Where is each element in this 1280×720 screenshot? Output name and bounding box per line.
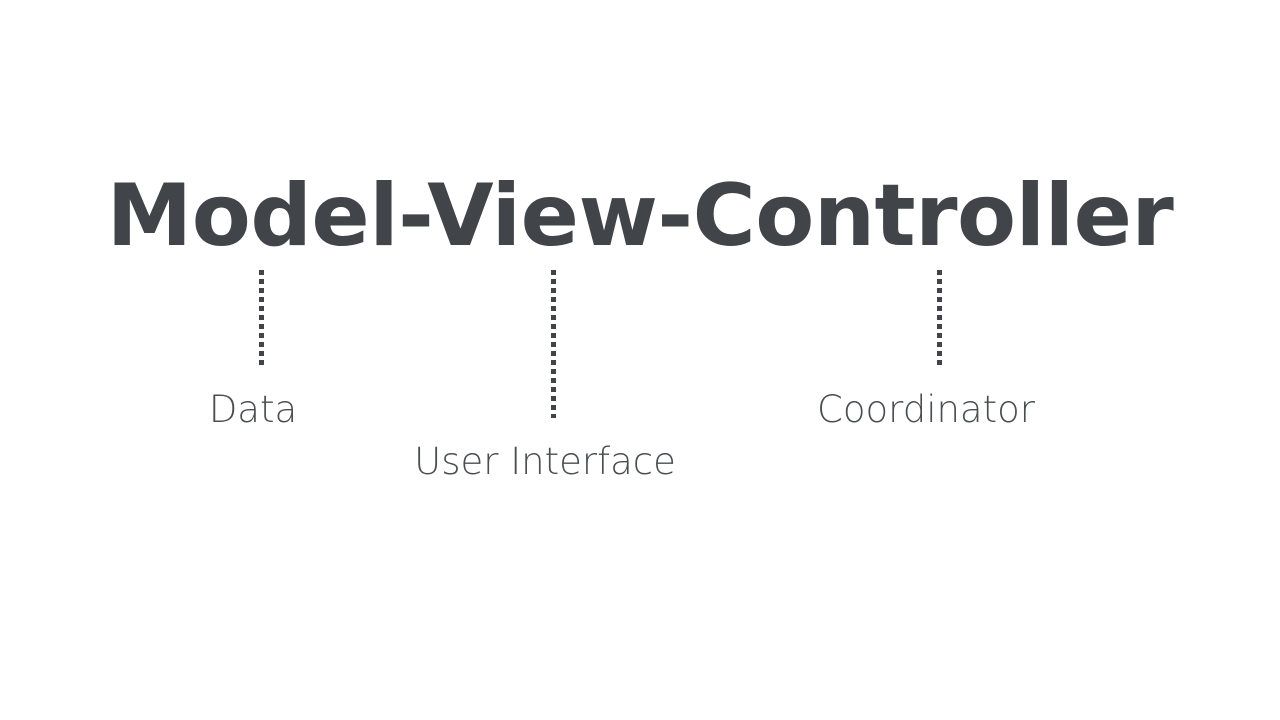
label-controller-coordinator: Coordinator	[817, 388, 1144, 432]
connector-line-controller	[937, 270, 942, 365]
label-view-user-interface-text: User Interface	[414, 440, 676, 483]
label-model-data: Data	[209, 388, 341, 432]
label-view-user-interface: User Interface	[414, 440, 807, 484]
label-controller-coordinator-text: Coordinator	[817, 388, 1035, 431]
label-model-data-text: Data	[208, 388, 298, 431]
connector-line-view	[551, 270, 556, 418]
connector-line-model	[259, 270, 264, 365]
page-title: Model-View-Controller	[106, 166, 1174, 266]
